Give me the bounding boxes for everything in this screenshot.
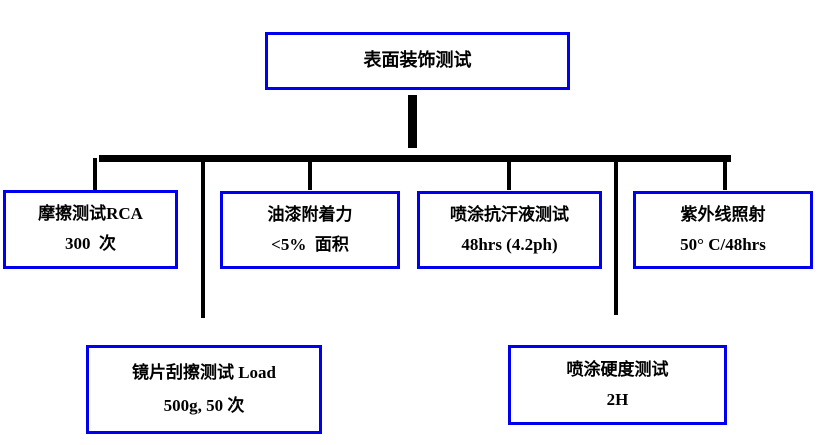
connector-drop-uv-exposure <box>723 158 727 190</box>
connector-horizontal-bus <box>99 155 731 162</box>
node-uv-exposure-value: 50° C/48hrs <box>680 234 766 254</box>
node-lens-scratch: 镜片刮擦测试 Load 500g, 50 次 <box>86 345 322 434</box>
node-coating-hardness-value: 2H <box>606 389 629 409</box>
node-sweat-resistance-value: 48hrs (4.2ph) <box>461 234 558 254</box>
node-paint-adhesion: 油漆附着力 <5% 面积 <box>220 191 400 269</box>
node-sweat-resistance: 喷涂抗汗液测试 48hrs (4.2ph) <box>417 191 602 269</box>
connector-drop-sweat-resistance <box>507 158 511 190</box>
connector-drop-paint-adhesion <box>308 158 312 190</box>
connector-drop-coating-hardness <box>614 158 618 315</box>
node-uv-exposure: 紫外线照射 50° C/48hrs <box>633 191 813 269</box>
node-friction-rca: 摩擦测试RCA 300 次 <box>3 190 178 269</box>
node-paint-adhesion-title: 油漆附着力 <box>267 205 353 225</box>
node-uv-exposure-title: 紫外线照射 <box>680 205 766 225</box>
connector-root-stem <box>408 95 417 148</box>
node-lens-scratch-value: 500g, 50 次 <box>163 395 245 415</box>
node-lens-scratch-title: 镜片刮擦测试 Load <box>131 362 277 382</box>
node-coating-hardness-title: 喷涂硬度测试 <box>566 359 669 379</box>
node-friction-rca-title: 摩擦测试RCA <box>38 204 143 224</box>
connector-drop-lens-scratch <box>201 158 205 318</box>
node-sweat-resistance-title: 喷涂抗汗液测试 <box>450 205 569 225</box>
connector-drop-friction-rca <box>93 158 97 190</box>
node-friction-rca-value: 300 次 <box>65 234 116 254</box>
node-root-label: 表面装饰测试 <box>363 50 472 71</box>
node-coating-hardness: 喷涂硬度测试 2H <box>508 345 727 425</box>
node-paint-adhesion-value: <5% 面积 <box>271 234 349 254</box>
node-root: 表面装饰测试 <box>265 32 570 90</box>
